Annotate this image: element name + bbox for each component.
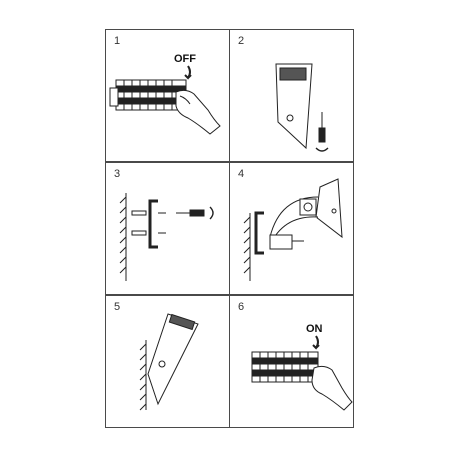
step-panel-6: 6 ON	[229, 295, 354, 428]
lamp-body-icon	[147, 313, 199, 406]
mounted-lamp-illustration	[139, 313, 199, 411]
breaker-on-illustration: ON	[251, 323, 353, 411]
screwdriver-icon	[176, 206, 214, 220]
step-panel-5: 5	[105, 295, 230, 428]
step-panel-4: 4	[229, 162, 354, 295]
step-number: 6	[238, 301, 245, 313]
step-number: 2	[238, 35, 245, 47]
screw-icon	[131, 210, 166, 236]
screwdriver-icon	[315, 112, 329, 152]
step-panel-1: 1 OFF	[105, 29, 230, 162]
bracket-icon	[148, 199, 158, 249]
lamp-body-icon	[275, 63, 313, 150]
step-number: 4	[238, 168, 245, 180]
step-panel-2: 2	[229, 29, 354, 162]
wall-icon	[139, 340, 147, 411]
lamp-body-icon	[315, 178, 343, 239]
wall-icon	[119, 193, 127, 281]
arrow-down-icon	[184, 65, 192, 80]
circuit-breaker-icon	[251, 351, 319, 383]
hand-icon	[175, 89, 221, 135]
bracket-mount-illustration	[119, 193, 214, 281]
circuit-breaker-icon	[109, 79, 187, 111]
step-number: 5	[114, 301, 121, 313]
breaker-off-illustration: OFF	[109, 53, 221, 135]
off-label: OFF	[174, 53, 196, 65]
step-panel-3: 3	[105, 162, 230, 295]
wiring-illustration	[243, 178, 343, 281]
hand-icon	[311, 365, 353, 411]
on-label: ON	[306, 323, 323, 335]
terminal-block-icon	[269, 196, 319, 250]
wall-icon	[243, 213, 251, 281]
bracket-icon	[254, 211, 264, 255]
unscrew-lamp-illustration	[275, 63, 329, 152]
arrow-up-icon	[312, 335, 320, 350]
step-number: 1	[114, 35, 121, 47]
step-number: 3	[114, 168, 121, 180]
